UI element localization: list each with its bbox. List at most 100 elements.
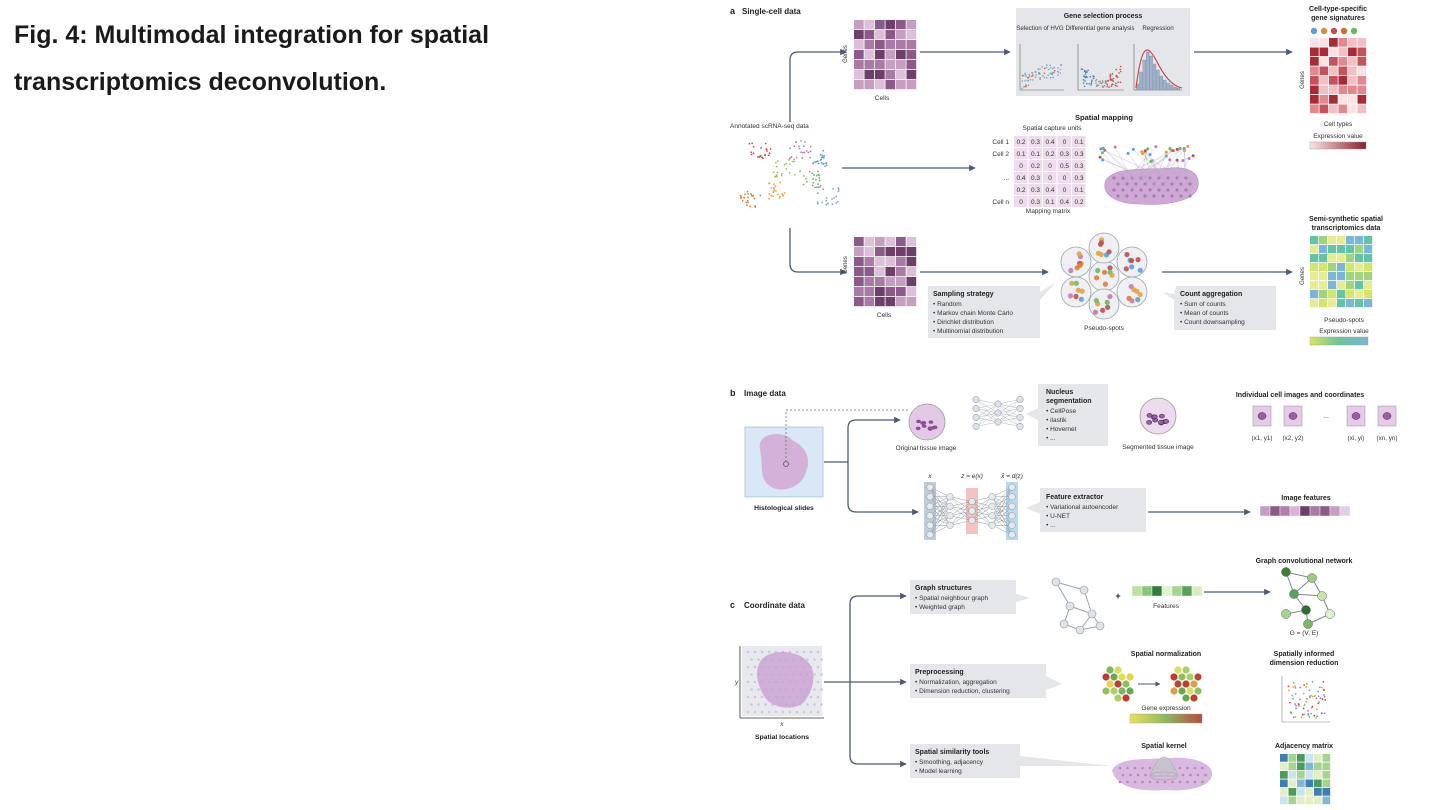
hex-cell [1106,680,1114,688]
mapping-spot [1112,176,1116,180]
umap-point [813,174,815,176]
volcano-point [1109,77,1112,80]
dimred-point [1295,707,1297,710]
kernel-dot [1156,780,1159,784]
synthetic-cell [1346,290,1355,299]
gene-step-diff-text: Differential gene analysis [1065,25,1134,32]
hvg-point [1046,77,1048,79]
mapping-cell [1028,196,1042,207]
matrix-cell [854,20,864,30]
ae-node [988,502,996,510]
volcano-point [1115,75,1118,77]
figure-panel: a Single-cell data Genes Cells Annotated… [720,0,1440,810]
ae-node [1008,493,1016,501]
umap-point [820,162,823,164]
gcn-node [1301,605,1311,615]
mapping-spot [1188,194,1192,198]
volcano-point [1090,81,1093,83]
ae-edge [971,496,993,521]
matrix-cell [875,277,885,287]
image-feature-cell [1309,505,1321,517]
mapping-row-label: Cell 2 [992,151,1009,158]
pseudo-spot-cell [1129,264,1135,270]
matrix-cell [854,40,864,50]
umap-point [765,148,768,151]
ae-edge [929,496,951,526]
umap-point [809,150,812,153]
mapping-cell [1043,196,1057,207]
spot-grid-dot [753,695,757,699]
synthetic-cell [1364,236,1373,245]
mapping-cell-dot [1149,160,1153,164]
preprocessing-item-2: • Dimension reduction, clustering [915,688,1010,695]
signature-cell [1310,85,1319,95]
synthetic-cell [1310,281,1319,290]
matrix-cell [885,267,896,277]
matrix-cell [854,80,864,90]
umap-point [805,149,808,152]
kernel-dot [1126,780,1129,784]
spatial-mapping-title: Spatial mapping [1075,113,1133,122]
feature-item-2: • U-NET [1046,513,1070,520]
hex-cell [1190,694,1198,702]
graph-feature-cell [1161,585,1173,597]
mapping-cell-dot [1143,149,1147,153]
dimred-point [1307,710,1309,712]
synthetic-cell [1319,272,1328,281]
network-edge [997,399,1021,423]
hvg-point [1048,68,1050,71]
dimred-point [1315,697,1318,700]
cell-coordinate: (xn, yn) [1377,435,1398,442]
pseudo-spot-cell [1067,293,1073,299]
umap-point [815,174,818,177]
matrix-cell [896,40,906,50]
ae-input-label: x [927,473,932,480]
mapping-link [1152,160,1186,180]
arrow-to-autoencoder [847,462,919,516]
ae-edge [971,496,993,512]
segmentation-item-1-text: CellPose [1050,408,1076,415]
matrix-cell [854,70,864,80]
umap-point [776,160,779,162]
mapping-value: 0.4 [1016,175,1025,182]
network-node [994,418,1002,426]
synthetic-cell [1355,281,1364,290]
volcano-point [1084,73,1087,75]
synthetic-cell [1355,299,1364,308]
umap-point [751,194,754,197]
cell-type-icons [1310,27,1358,35]
spot-grid-dot [760,650,764,654]
kernel-dot [1204,773,1207,777]
umap-point [760,146,763,149]
ae-edge [929,496,951,535]
image-features-title: Image features [1281,495,1331,502]
hex-cell [1126,687,1134,695]
volcano-point [1105,82,1108,85]
adjacency-cell [1305,754,1314,762]
ae-edge [991,525,1013,535]
adjacency-cell [1305,762,1314,771]
pseudo-spot-cell [1128,258,1135,264]
mapping-cell-dot [1186,144,1190,148]
network-edge [997,408,1021,423]
feature-item-3: • ... [1046,522,1056,529]
hvg-point [1047,74,1050,77]
network-edge [997,399,1021,414]
matrix-cell [906,60,917,70]
kernel-dot [1181,773,1185,777]
umap-point [800,151,803,154]
mapping-cell-dot [1140,152,1144,156]
gcn-node [1281,609,1291,619]
mapping-cell [1043,148,1057,159]
ae-node [1008,483,1016,491]
signature-cell [1319,66,1329,76]
synthetic-cell [1346,263,1355,272]
similarity-item-2-text: Model learning [919,768,962,775]
mapping-value: 0.2 [1045,151,1054,158]
hvg-point [1031,71,1033,74]
ae-edge [991,487,1013,507]
mapping-spot [1134,194,1138,198]
volcano-point [1109,74,1112,77]
pseudo-spot-cell [1074,265,1080,271]
